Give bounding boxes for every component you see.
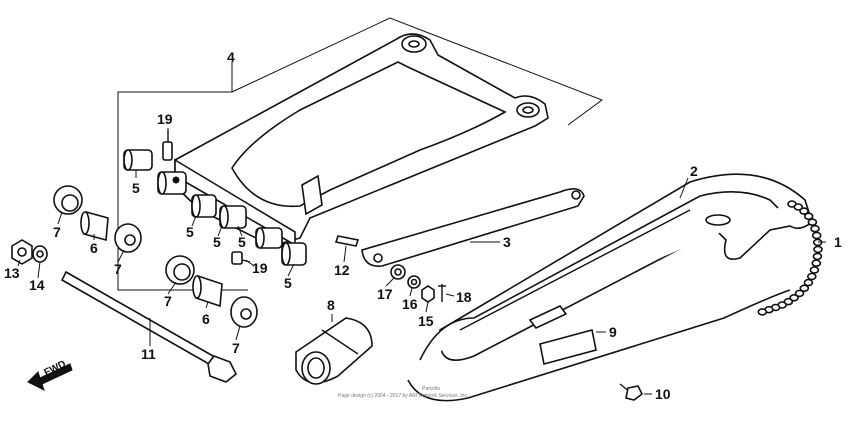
callout-7-c[interactable]: 7: [164, 293, 172, 309]
callout-11[interactable]: 11: [141, 346, 156, 362]
forward-arrow: FWD: [27, 359, 73, 391]
chain-link: [794, 289, 805, 298]
bushing-5d[interactable]: [219, 205, 247, 229]
chain-link: [807, 218, 818, 226]
chain-case-2[interactable]: [407, 173, 813, 402]
nut-15[interactable]: [421, 285, 435, 303]
cotter-pin-18[interactable]: [438, 284, 446, 302]
callout-2[interactable]: 2: [690, 163, 698, 179]
callout-19-b[interactable]: 19: [252, 260, 268, 276]
chain-slider-8[interactable]: [295, 317, 373, 385]
leader-lines: [17, 128, 826, 395]
bearing-7c[interactable]: [165, 255, 195, 285]
callout-19-a[interactable]: 19: [157, 111, 173, 127]
chain-link: [811, 231, 822, 240]
grease-fitting-lower[interactable]: [231, 251, 251, 265]
bearing-7a[interactable]: [53, 185, 83, 215]
washer-14[interactable]: [32, 245, 48, 263]
chain-link: [803, 278, 814, 287]
callout-8[interactable]: 8: [327, 297, 335, 313]
torque-link-3[interactable]: [361, 188, 585, 267]
callout-18[interactable]: 18: [456, 289, 472, 305]
seal-7b[interactable]: [114, 223, 142, 253]
washer-17[interactable]: [390, 264, 406, 280]
bushing-5b[interactable]: [157, 171, 187, 195]
chain-link: [812, 252, 823, 261]
chain-link: [799, 207, 809, 215]
callout-6-b[interactable]: 6: [202, 311, 210, 327]
callout-3[interactable]: 3: [503, 234, 511, 250]
chain-link: [803, 212, 814, 221]
bushing-5e[interactable]: [255, 227, 307, 266]
washer-16[interactable]: [407, 275, 421, 289]
callout-4[interactable]: 4: [227, 49, 235, 65]
callout-7-d[interactable]: 7: [232, 340, 240, 356]
bushing-5c[interactable]: [191, 194, 217, 218]
callout-9[interactable]: 9: [609, 324, 617, 340]
chain-link: [806, 272, 817, 281]
chain-link: [799, 284, 810, 293]
drive-chain-1[interactable]: [757, 200, 823, 316]
collar-6b[interactable]: [192, 274, 223, 308]
callout-5-c[interactable]: 5: [213, 234, 221, 250]
callout-15[interactable]: 15: [418, 313, 434, 329]
chain-link: [789, 293, 799, 302]
chain-link: [809, 266, 820, 274]
nut-13[interactable]: [11, 239, 33, 265]
callout-17[interactable]: 17: [377, 286, 393, 302]
pivot-bolt-11[interactable]: [60, 270, 238, 383]
swingarm[interactable]: [117, 17, 604, 291]
chain-link: [757, 308, 768, 316]
credit-line-1: Partzilla: [422, 386, 440, 392]
callout-5-b[interactable]: 5: [186, 224, 194, 240]
seal-7d[interactable]: [230, 296, 258, 328]
callout-5-a[interactable]: 5: [132, 180, 140, 196]
bushing-5a[interactable]: [123, 149, 153, 171]
callout-13[interactable]: 13: [4, 265, 20, 281]
callout-7-b[interactable]: 7: [114, 261, 122, 277]
callout-7-a[interactable]: 7: [53, 224, 61, 240]
callout-5-e[interactable]: 5: [284, 275, 292, 291]
callout-6-a[interactable]: 6: [90, 240, 98, 256]
callout-5-d[interactable]: 5: [238, 234, 246, 250]
callout-10[interactable]: 10: [655, 386, 671, 402]
callout-1[interactable]: 1: [834, 234, 842, 250]
chain-link: [810, 224, 820, 233]
credit-line-2: Page design (c) 2004 - 2017 by ARI Netwo…: [338, 393, 468, 399]
callout-16[interactable]: 16: [402, 296, 418, 312]
screw-10[interactable]: [619, 383, 644, 401]
pin-12[interactable]: [334, 235, 360, 247]
chain-link: [793, 203, 804, 211]
callout-labels: 1 2 3 4 5 5 5 5 5 6 6 7 7 7 7 8 9 10 11 …: [4, 49, 842, 402]
callout-14[interactable]: 14: [29, 277, 45, 293]
callout-12[interactable]: 12: [334, 262, 350, 278]
chain-link: [813, 245, 823, 254]
credit: Partzilla Page design (c) 2004 - 2017 by…: [338, 386, 468, 399]
caution-label-9[interactable]: [539, 329, 597, 365]
collar-6a[interactable]: [80, 210, 109, 242]
chain-link: [811, 259, 822, 268]
grease-fitting-upper[interactable]: [162, 130, 173, 161]
